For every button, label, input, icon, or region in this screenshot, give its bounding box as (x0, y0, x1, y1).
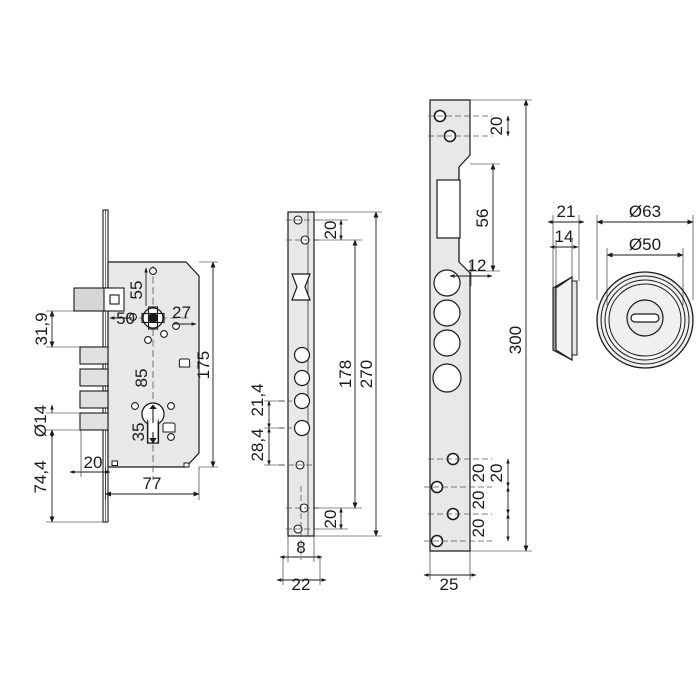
strike-bolt-hole-3 (433, 329, 461, 357)
dim-label-20-b2: 20 (469, 464, 488, 483)
dim-faceplate-22: 22 (276, 557, 327, 594)
dim-label-35: 35 (129, 423, 148, 442)
dim-strike-25: 25 (423, 551, 477, 594)
dim-strike-300: 300 (470, 99, 532, 552)
faceplate-bolt-hole-4 (293, 419, 311, 437)
dim-strike-56: 56 (470, 163, 500, 272)
dim-label-d14: Ø14 (31, 405, 50, 437)
dim-rosette-14: 14 (549, 227, 579, 290)
dim-faceplate-270: 270 (314, 211, 382, 537)
dim-label-12: 12 (468, 256, 487, 275)
dim-label-284: 28,4 (248, 428, 267, 461)
dim-label-50: 50 (116, 309, 135, 328)
deadbolt-1 (79, 346, 109, 365)
dim-label-20-strike-top: 20 (487, 117, 506, 136)
dim-label-744: 74,4 (31, 460, 50, 493)
faceplate-latch-cutout (291, 273, 311, 301)
dim-strike-20-top: 20 (487, 115, 510, 137)
strike-bolt-hole-2 (433, 299, 461, 327)
dim-rosette-d50: Ø50 (606, 235, 684, 305)
dim-lockbody-744: 74,4 (31, 429, 104, 523)
dim-label-85: 85 (132, 369, 151, 388)
dim-label-8: 8 (296, 538, 305, 557)
lockbody-fixing-holes (129, 267, 180, 344)
strike-bolt-hole-4 (432, 363, 462, 393)
faceplate-bolt-hole-3 (293, 392, 311, 410)
lockbody-spindle-hub (141, 306, 165, 330)
faceplate-bolt-hole-1 (293, 346, 311, 364)
dim-rosette-21: 21 (547, 202, 585, 290)
dim-label-214: 21,4 (248, 383, 267, 416)
strike-plate-centerlines (424, 115, 492, 542)
dim-label-20-bottom: 20 (321, 510, 340, 529)
dim-lockbody-85: 85 (132, 369, 151, 388)
dim-label-27: 27 (172, 303, 191, 322)
dim-strike-12: 12 (449, 256, 493, 286)
faceplate-bolt-hole-2 (293, 369, 311, 387)
dim-label-20-b1: 20 (487, 464, 506, 483)
dim-lockbody-50: 50 (109, 309, 135, 328)
lockbody-deadbolt-group (79, 346, 109, 431)
dim-label-175: 175 (194, 351, 213, 379)
dim-label-178: 178 (336, 360, 355, 388)
rosette-front-face (596, 271, 694, 369)
dim-label-20-b4: 20 (469, 519, 488, 538)
dim-label-20-top: 20 (321, 221, 340, 240)
view-lock-body: 175 77 50 27 55 85 35 (31, 209, 218, 523)
dim-rosette-d63: Ø63 (596, 202, 694, 300)
dim-label-25: 25 (440, 575, 459, 594)
dim-label-55: 55 (127, 281, 146, 300)
dim-faceplate-214-284: 21,4 28,4 (248, 383, 284, 466)
dim-label-77: 77 (143, 474, 162, 493)
lockbody-case (107, 261, 200, 468)
dim-label-319: 31,9 (32, 312, 51, 345)
strike-plate-latch-cutout (436, 179, 461, 239)
dim-strike-bottom-stack: 20 20 20 20 (469, 458, 510, 542)
rosette-side-profile (552, 275, 578, 361)
rosette-keyway-slot (630, 313, 660, 323)
deadbolt-4 (79, 412, 109, 431)
dim-faceplate-178: 178 (314, 239, 362, 509)
dim-label-270: 270 (357, 360, 376, 388)
dim-label-d50: Ø50 (629, 235, 661, 254)
strike-bolt-hole-1 (433, 269, 461, 297)
view-rosette: 21 14 Ø63 Ø50 (547, 202, 694, 369)
lockbody-cylinder-keyhole (131, 402, 176, 444)
view-faceplate: 270 178 20 20 8 (248, 211, 382, 594)
dim-faceplate-8: 8 (279, 536, 323, 562)
deadbolt-2 (79, 368, 109, 387)
dim-faceplate-20-top: 20 (318, 219, 348, 241)
view-strike-plate: 300 20 56 12 25 (423, 99, 532, 594)
lockbody-case-marks (111, 358, 191, 468)
dim-label-20-b3: 20 (469, 491, 488, 510)
dim-faceplate-20-bottom: 20 (318, 507, 348, 530)
dim-lockbody-27: 27 (172, 303, 197, 326)
dim-label-56: 56 (473, 209, 492, 228)
dim-label-d63: Ø63 (629, 202, 661, 221)
dim-lockbody-35: 35 (129, 423, 148, 442)
dim-label-20: 20 (84, 453, 103, 472)
dim-label-21: 21 (557, 202, 576, 221)
lockbody-latch-bolt (73, 287, 125, 312)
dim-lockbody-319: 31,9 (32, 310, 105, 348)
dim-label-14: 14 (555, 227, 574, 246)
dim-label-22: 22 (292, 575, 311, 594)
dim-lockbody-175: 175 (194, 261, 218, 468)
dim-lockbody-55: 55 (127, 267, 148, 306)
dim-label-300: 300 (506, 326, 525, 354)
dim-lockbody-20: 20 (69, 430, 111, 477)
deadbolt-3 (79, 390, 109, 409)
